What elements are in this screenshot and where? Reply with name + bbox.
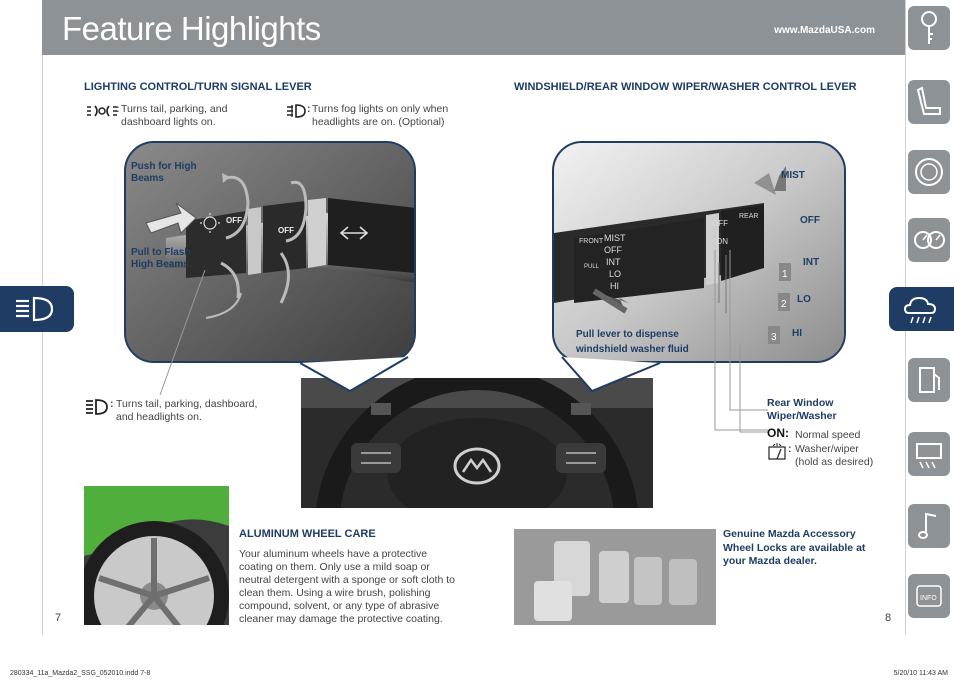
wiper-heading: WINDSHIELD/REAR WINDOW WIPER/WASHER CONT… — [514, 81, 857, 93]
lever-off-label-1: OFF — [226, 216, 242, 225]
parking-lights-icon — [87, 105, 117, 117]
legend-headlights: : Turns tail, parking, dashboard, and he… — [84, 398, 274, 428]
key-icon — [921, 11, 937, 44]
steering-wheel-photo — [301, 378, 653, 508]
legend-fog-lights: : Turns fog lights on only when headligh… — [285, 103, 465, 133]
legend-fog-text: Turns fog lights on only when headlights… — [312, 103, 449, 128]
side-tab-audio[interactable] — [908, 504, 950, 548]
wiper-lever-drawing: FRONT MIST OFF INT LO HI PULL OFF ON REA… — [554, 143, 844, 361]
headlight-legend-icon — [86, 399, 108, 415]
turn-signal-lever-illustration: OFF OFF — [124, 141, 416, 363]
fuel-icon — [919, 367, 940, 393]
rear-washer: : Washer/wiper (hold as desired) — [767, 443, 882, 473]
rear-wiper-title: Rear Window Wiper/Washer — [767, 397, 837, 422]
wiper-hi-label: HI — [792, 328, 802, 339]
footer-date: 5/20/10 11:43 AM — [893, 670, 948, 677]
lever-rear-label: REAR — [739, 213, 758, 220]
legend-headlights-text: Turns tail, parking, dashboard, and head… — [116, 398, 258, 423]
side-tab-seat[interactable] — [908, 80, 950, 124]
headlight-icon — [16, 296, 54, 322]
lever-rear-off-label: OFF — [712, 219, 728, 228]
wiper-step-1: 1 — [782, 269, 788, 280]
lever-off-label: OFF — [604, 245, 622, 255]
wiper-off-label: OFF — [800, 215, 820, 226]
alloy-wheel-drawing — [84, 486, 229, 625]
steering-wheel-drawing — [301, 378, 653, 508]
lever-front-label: FRONT — [579, 238, 604, 245]
weather-cloud-icon — [903, 296, 937, 324]
section-tab-lighting[interactable] — [0, 286, 74, 332]
steering-wheel-icon — [915, 158, 943, 186]
rear-wiper-on-text: Normal speed — [795, 429, 861, 441]
info-icon: INFO — [916, 585, 942, 607]
page-header: Feature Highlights www.MazdaUSA.com — [42, 0, 905, 55]
left-bubble-pointer — [300, 356, 409, 393]
legend-parking-lights: : Turns tail, parking, and dashboard lig… — [84, 103, 274, 133]
lever-lo-label: LO — [609, 269, 621, 279]
music-note-icon — [918, 512, 937, 539]
rear-wiper-on-label: ON: — [767, 426, 789, 440]
side-tab-gauges[interactable] — [908, 218, 950, 262]
lever-mist-label: MIST — [604, 233, 626, 243]
seat-icon — [916, 86, 941, 115]
footer-filename: 280334_11a_Mazda2_SSG_052010.indd 7-8 — [10, 670, 151, 677]
rear-washer-icon — [768, 443, 786, 460]
wiper-lever-illustration: FRONT MIST OFF INT LO HI PULL OFF ON REA… — [552, 141, 846, 363]
climate-control-icon — [916, 443, 942, 469]
callout-push-high-beams: Push for High Beams — [131, 161, 197, 184]
wheel-care-heading: ALUMINUM WHEEL CARE — [239, 528, 376, 540]
info-tab-label: INFO — [920, 595, 937, 602]
wiper-mist-label: MIST — [781, 170, 805, 181]
wheel-locks-drawing — [514, 529, 716, 625]
wheel-care-body: Your aluminum wheels have a protective c… — [239, 548, 455, 625]
right-bubble-pointer — [561, 356, 661, 393]
turn-signal-lever-drawing: OFF OFF — [126, 143, 414, 361]
fog-light-icon — [287, 104, 306, 118]
callout-pull-washer: Pull lever to dispense windshield washer… — [576, 329, 689, 355]
rear-washer-text: Washer/wiper (hold as desired) — [795, 443, 874, 468]
side-tab-key[interactable] — [908, 6, 950, 50]
lever-int-label: INT — [606, 257, 621, 267]
page-number-left: 7 — [55, 612, 62, 624]
gauges-icon — [914, 231, 945, 249]
wheel-locks-photo — [514, 529, 716, 625]
headlight-leader-line — [159, 270, 206, 396]
lever-rear-on-label: ON — [716, 237, 728, 246]
page-number-right: 8 — [885, 612, 892, 624]
rear-wiper-on: ON: Normal speed — [767, 426, 882, 444]
lever-hi-label: HI — [610, 281, 619, 291]
accessory-note: Genuine Mazda Accessory Wheel Locks are … — [723, 528, 866, 567]
rear-wiper-leader-lines — [714, 250, 768, 433]
wiper-step-2: 2 — [781, 299, 787, 310]
legend-parking-text: Turns tail, parking, and dashboard light… — [121, 103, 228, 128]
side-tab-steering[interactable] — [908, 150, 950, 194]
side-tab-info[interactable]: INFO — [908, 574, 950, 618]
alloy-wheel-photo — [84, 486, 229, 625]
wiper-int-label: INT — [803, 257, 820, 268]
side-tab-weather[interactable] — [889, 287, 954, 331]
wiper-lo-label: LO — [797, 294, 811, 305]
side-tab-fuel[interactable] — [908, 358, 950, 402]
page-title: Feature Highlights — [62, 10, 321, 47]
left-divider — [42, 55, 43, 635]
lever-off-label-2: OFF — [278, 226, 294, 235]
side-tab-climate[interactable] — [908, 432, 950, 476]
lighting-heading: LIGHTING CONTROL/TURN SIGNAL LEVER — [84, 81, 312, 93]
header-url[interactable]: www.MazdaUSA.com — [774, 25, 875, 36]
callout-pull-flash: Pull to Flash High Beams — [131, 247, 191, 270]
wiper-step-3: 3 — [771, 332, 777, 343]
lever-pull-label: PULL — [584, 264, 600, 270]
